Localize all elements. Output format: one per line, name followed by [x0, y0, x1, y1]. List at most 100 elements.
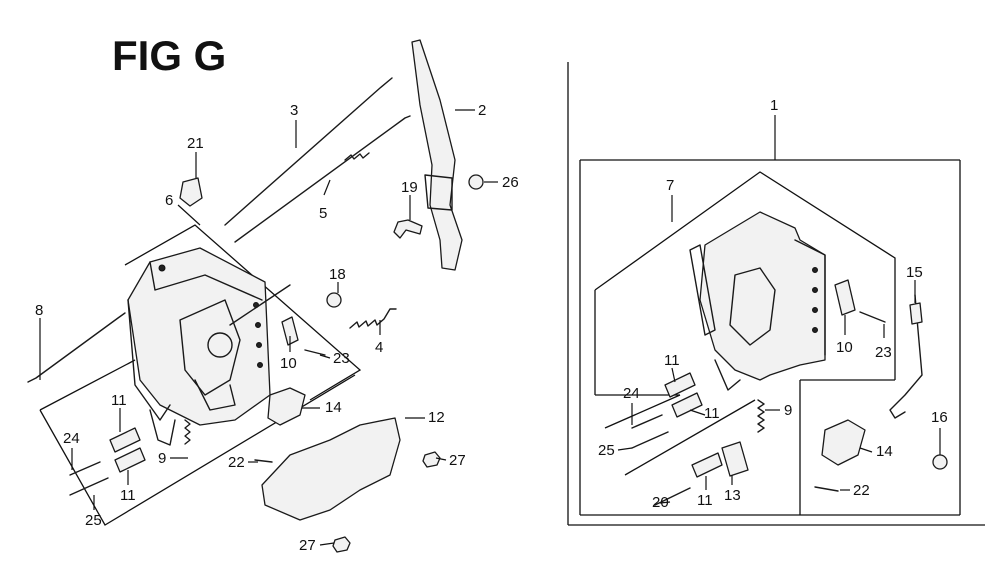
callout-7: 7 — [666, 177, 674, 194]
callout-21: 21 — [187, 135, 204, 152]
callout-12: 12 — [428, 409, 445, 426]
callout-3: 3 — [290, 102, 298, 119]
throttle-rod-spring — [344, 152, 370, 161]
governor-spring-left — [184, 419, 191, 445]
control-plate-assembly — [699, 211, 826, 381]
spring-right-lower — [691, 452, 723, 478]
choke-rod — [224, 77, 393, 226]
left-assembly-box-top — [124, 224, 362, 401]
callout-18: 18 — [329, 266, 346, 283]
callout-23-left: 23 — [333, 350, 350, 367]
callout-14-right: 14 — [876, 443, 893, 460]
plate-left-flange — [127, 299, 171, 421]
callout-8: 8 — [35, 302, 43, 319]
governor-spring-right — [757, 399, 765, 433]
plate-hole-5 — [158, 264, 166, 272]
bolt-head — [326, 292, 342, 308]
callout-11-right-middle: 11 — [704, 405, 720, 422]
assembly-hole-2 — [812, 287, 818, 293]
screw-23-left — [304, 349, 326, 356]
assembly-hole-1 — [812, 267, 818, 273]
callout-15: 15 — [906, 264, 923, 281]
spring-collar — [721, 441, 749, 477]
leader-lines — [39, 109, 941, 546]
callout-11-left-lower: 11 — [120, 487, 136, 504]
plate-flange-line — [149, 261, 263, 301]
small-bracket-right — [834, 279, 856, 316]
wire-clamp — [932, 454, 948, 470]
lock-nut — [468, 174, 484, 190]
callout-19: 19 — [401, 179, 418, 196]
lever-tab — [194, 379, 236, 411]
left-assembly-box-left — [39, 359, 136, 411]
assembly-tab — [714, 359, 741, 391]
assembly-hole-4 — [812, 327, 818, 333]
assembly-governor-arm — [729, 267, 776, 346]
wire-clip — [179, 177, 203, 207]
stop-switch-right — [821, 419, 866, 466]
small-bracket-left — [281, 316, 299, 346]
plate-hole-2 — [255, 322, 261, 328]
plate-hole-4 — [257, 362, 263, 368]
cover-bolt-lower — [332, 536, 351, 553]
spring-left-upper — [109, 427, 141, 453]
callout-16: 16 — [931, 409, 948, 426]
callout-11-left-upper: 11 — [111, 392, 127, 409]
callout-4: 4 — [375, 339, 383, 356]
spring-left-lower — [114, 447, 146, 473]
adjusting-screws-right — [631, 414, 691, 506]
figure-title: FIG G — [112, 32, 226, 79]
assembly-hole-3 — [812, 307, 818, 313]
wire-terminal — [909, 302, 923, 325]
callout-24-left: 24 — [63, 430, 80, 447]
callout-25-right: 25 — [598, 442, 615, 459]
spring-right-upper — [664, 372, 696, 398]
inner-box-top — [594, 171, 896, 380]
callout-25-left: 25 — [85, 512, 102, 529]
plate-hole-3 — [256, 342, 262, 348]
link-rod-lower — [229, 284, 291, 326]
switch-screw-left — [254, 459, 273, 463]
callout-26: 26 — [502, 174, 519, 191]
governor-rod — [27, 312, 126, 383]
callout-20: 20 — [652, 494, 669, 511]
callout-5: 5 — [319, 205, 327, 222]
pivot-hole — [207, 332, 233, 358]
control-lever — [411, 39, 463, 271]
callout-1: 1 — [770, 97, 778, 114]
inner-diagonal — [624, 399, 756, 476]
callout-13: 13 — [724, 487, 741, 504]
ground-wire — [889, 294, 923, 419]
callout-labels: 1 2 3 4 5 6 7 8 9 9 10 10 11 11 11 11 11… — [35, 97, 948, 554]
throttle-rod — [234, 115, 411, 243]
callout-22-left: 22 — [228, 454, 245, 471]
callout-6: 6 — [165, 192, 173, 209]
callout-10-right: 10 — [836, 339, 853, 356]
callout-11-right-upper: 11 — [664, 352, 680, 369]
pivot-screw — [393, 219, 423, 239]
screw-23-right — [859, 311, 886, 323]
stop-switch-left — [267, 387, 306, 426]
plate-foot — [149, 409, 176, 446]
cover-bolt-upper — [422, 451, 441, 468]
control-base-plate — [127, 247, 271, 426]
spring-right-middle — [671, 392, 703, 418]
callout-10-left: 10 — [280, 355, 297, 372]
callout-14-left: 14 — [325, 399, 342, 416]
control-cover — [261, 417, 401, 521]
governor-arm-housing — [179, 299, 241, 396]
switch-screw-right — [814, 486, 839, 492]
callout-9-right: 9 — [784, 402, 792, 419]
callout-27-upper: 27 — [449, 452, 466, 469]
assembly-side-flange — [794, 239, 826, 356]
callout-9-left: 9 — [158, 450, 166, 467]
adjusting-screws-left — [69, 461, 109, 496]
assembly-lever-arm — [689, 244, 716, 336]
callout-11-right-lower: 11 — [697, 492, 713, 509]
left-assembly-box-bottom — [39, 374, 356, 526]
callout-23-right: 23 — [875, 344, 892, 361]
inner-diagonal-left — [604, 394, 681, 429]
lever-pivot-block — [424, 174, 453, 211]
